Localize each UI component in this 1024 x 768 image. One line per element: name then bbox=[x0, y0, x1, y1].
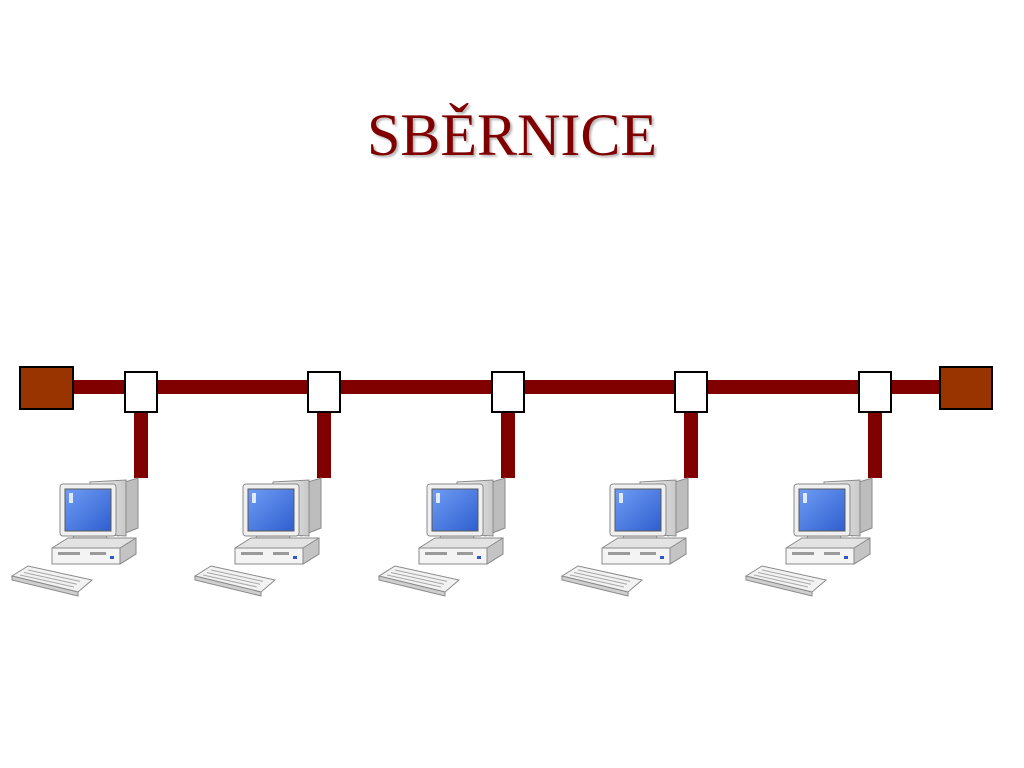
terminator-left bbox=[19, 366, 74, 410]
computer-icon bbox=[377, 477, 506, 597]
t-connector bbox=[307, 371, 341, 413]
t-connector bbox=[858, 371, 892, 413]
drop-cable bbox=[134, 410, 148, 478]
t-connector bbox=[674, 371, 708, 413]
computer-icon bbox=[744, 477, 873, 597]
t-connector bbox=[491, 371, 525, 413]
t-connector bbox=[124, 371, 158, 413]
terminator-right bbox=[939, 366, 993, 410]
drop-cable bbox=[684, 410, 698, 478]
drop-cable bbox=[501, 410, 515, 478]
slide-title: SBĚRNICE bbox=[366, 102, 658, 168]
computer-icon bbox=[560, 477, 689, 597]
computer-icon bbox=[193, 477, 322, 597]
drop-cable bbox=[868, 410, 882, 478]
computer-icon bbox=[10, 477, 139, 597]
drop-cable bbox=[317, 410, 331, 478]
